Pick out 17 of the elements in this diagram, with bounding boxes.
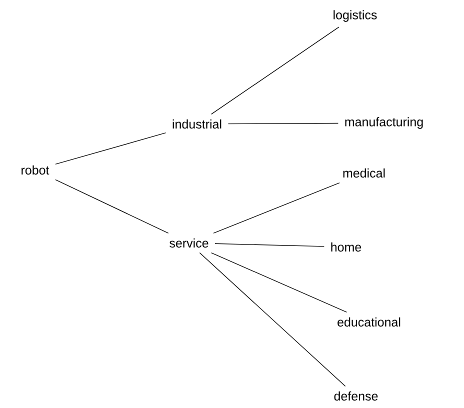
tree-node-label: logistics xyxy=(334,10,377,22)
connector-line xyxy=(199,252,346,387)
tree-node-label: defense xyxy=(334,391,378,401)
connector-line xyxy=(210,26,340,115)
tree-node-label: manufacturing xyxy=(345,117,423,129)
connector-line xyxy=(210,252,348,313)
tree-node-label: medical xyxy=(343,168,385,178)
connector-line xyxy=(214,243,325,247)
tree-node-label: home xyxy=(331,242,362,252)
connector-line xyxy=(55,132,166,165)
connector-line xyxy=(228,122,339,124)
tree-node-label: educational xyxy=(338,317,400,327)
tree-node-label: robot xyxy=(22,165,50,175)
tree-node-label: industrial xyxy=(172,119,222,129)
tree-node-label: service xyxy=(170,238,208,248)
connector-line xyxy=(55,179,169,234)
connector-line xyxy=(213,182,340,234)
